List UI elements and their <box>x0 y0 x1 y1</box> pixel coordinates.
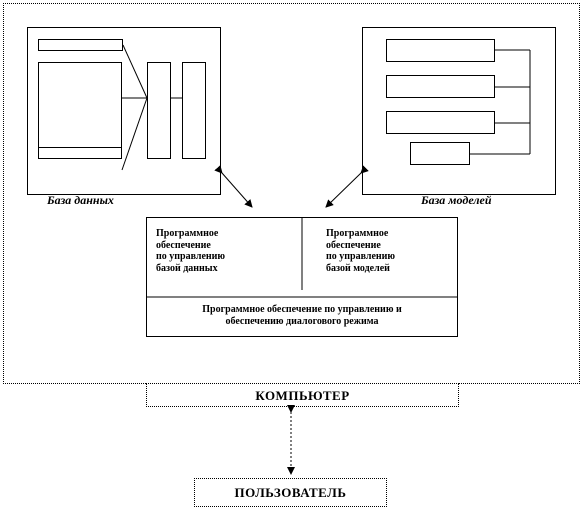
db-link-footer <box>121 97 148 171</box>
computer-label: КОМПЬЮТЕР <box>255 388 350 403</box>
dialog-management-software-text: Программное обеспечение по управлению и … <box>202 304 402 327</box>
model-base-panel <box>362 27 556 195</box>
db-link-strip <box>122 44 148 99</box>
database-index-column-2 <box>182 62 206 159</box>
database-index-column-1 <box>147 62 171 159</box>
database-label: База данных <box>47 193 114 207</box>
user-label: ПОЛЬЗОВАТЕЛЬ <box>234 485 347 500</box>
model-block-4 <box>410 142 470 165</box>
db-management-software-text: Программное обеспечение по управлению ба… <box>156 228 226 274</box>
database-table-footer <box>38 147 122 159</box>
model-management-software-text: Программное обеспечение по управлению ба… <box>326 228 396 274</box>
db-software-arrow <box>214 165 253 208</box>
user-box <box>194 478 387 507</box>
database-record-strip <box>38 39 123 51</box>
database-panel <box>27 27 221 195</box>
computer-box <box>146 383 459 407</box>
model-block-1 <box>386 39 495 62</box>
model-block-3 <box>386 111 495 134</box>
model-block-2 <box>386 75 495 98</box>
model-software-arrow <box>325 165 369 208</box>
model-base-label: База моделей <box>421 193 492 207</box>
